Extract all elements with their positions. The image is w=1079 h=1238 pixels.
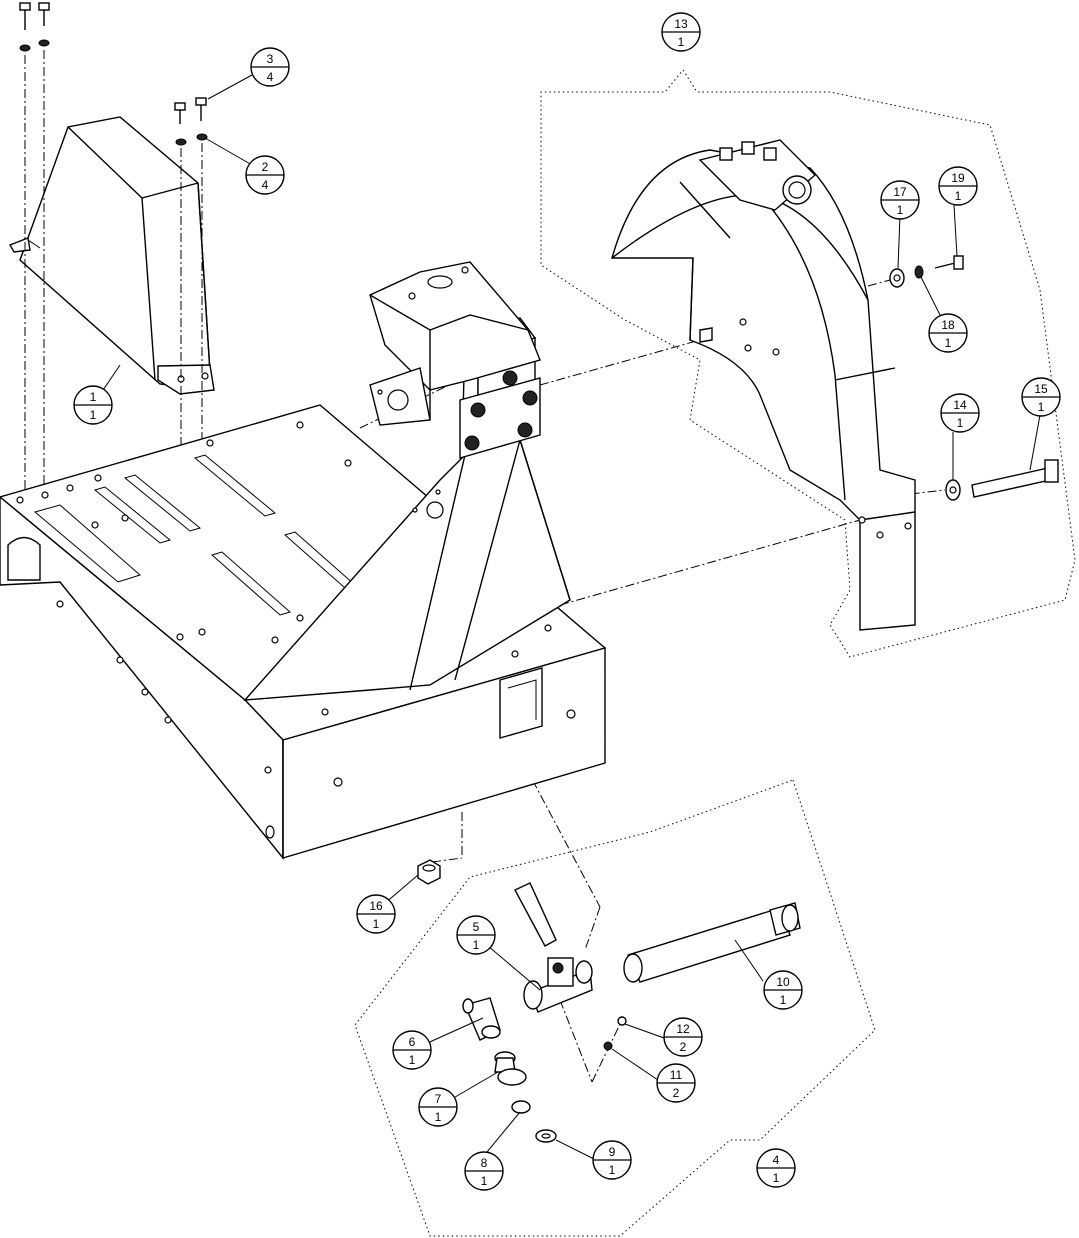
balloon-item-number: 5 (473, 920, 480, 934)
balloon-item-number: 18 (941, 318, 955, 332)
blade-guard-assembly-boundary (540, 69, 1076, 658)
balloon-quantity: 1 (435, 1110, 442, 1124)
nut (417, 859, 441, 885)
balloon-10: 10 1 (763, 970, 803, 1010)
balloon-5: 5 1 (456, 915, 496, 955)
balloon-4: 4 1 (756, 1148, 796, 1188)
balloon-quantity: 1 (773, 1171, 780, 1185)
balloon-quantity: 1 (90, 408, 97, 422)
balloon-quantity: 2 (680, 1040, 687, 1054)
balloon-3: 3 4 (250, 47, 290, 87)
balloon-9: 9 1 (592, 1140, 632, 1180)
elbow-fitting (462, 997, 501, 1041)
balloon-item-number: 2 (262, 160, 269, 174)
top-left-bolts (19, 2, 50, 52)
balloon-quantity: 1 (609, 1163, 616, 1177)
guard-hardware-lower (945, 459, 1059, 501)
valve-assembly-boundary (354, 779, 876, 1237)
balloon-item-number: 19 (951, 171, 965, 185)
balloon-15: 15 1 (1021, 377, 1061, 417)
balloon-quantity: 2 (673, 1086, 680, 1100)
balloon-quantity: 4 (267, 70, 274, 84)
balloon-2: 2 4 (245, 155, 285, 195)
balloon-quantity: 4 (262, 178, 269, 192)
balloon-item-number: 16 (369, 899, 383, 913)
balloon-1: 1 1 (73, 385, 113, 425)
small-fittings (603, 1016, 627, 1051)
plug-fitting (494, 1051, 527, 1086)
balloon-item-number: 13 (674, 17, 688, 31)
guard-hardware-upper (889, 255, 964, 288)
balloon-item-number: 1 (90, 390, 97, 404)
balloon-7: 7 1 (418, 1087, 458, 1127)
balloon-item-number: 7 (435, 1092, 442, 1106)
balloon-item-number: 8 (481, 1156, 488, 1170)
seal-washer (535, 1129, 557, 1143)
belt-guard-cover (8, 116, 215, 395)
balloon-quantity: 1 (1038, 400, 1045, 414)
balloon-item-number: 10 (776, 975, 790, 989)
blade-guard (611, 139, 916, 631)
motor-mount-bracket (369, 261, 541, 426)
balloon-quantity: 1 (780, 993, 787, 1007)
balloon-quantity: 1 (678, 35, 685, 49)
balloon-quantity: 1 (955, 189, 962, 203)
balloon-8: 8 1 (464, 1151, 504, 1191)
balloon-14: 14 1 (940, 393, 980, 433)
balloon-12: 12 2 (663, 1017, 703, 1057)
cover-bolts (174, 97, 208, 146)
balloon-16: 16 1 (356, 894, 396, 934)
balloon-quantity: 1 (481, 1174, 488, 1188)
balloon-item-number: 6 (409, 1035, 416, 1049)
leader-lines (92, 74, 1041, 1161)
pipe-nipple (623, 902, 801, 983)
balloon-quantity: 1 (945, 336, 952, 350)
balloon-item-number: 14 (953, 398, 967, 412)
balloon-11: 11 2 (656, 1063, 696, 1103)
balloon-quantity: 1 (957, 416, 964, 430)
ball-valve (514, 882, 593, 1013)
balloon-19: 19 1 (938, 166, 978, 206)
balloon-item-number: 17 (893, 185, 907, 199)
balloon-item-number: 11 (670, 1068, 683, 1082)
balloon-6: 6 1 (392, 1030, 432, 1070)
balloon-18: 18 1 (928, 313, 968, 353)
balloon-item-number: 9 (609, 1145, 616, 1159)
balloon-17: 17 1 (880, 180, 920, 220)
balloon-quantity: 1 (473, 938, 480, 952)
balloon-quantity: 1 (409, 1053, 416, 1067)
balloon-item-number: 3 (267, 52, 274, 66)
balloon-quantity: 1 (897, 203, 904, 217)
balloon-item-number: 12 (676, 1022, 690, 1036)
cap-fitting (511, 1100, 531, 1114)
balloon-quantity: 1 (373, 917, 380, 931)
balloon-item-number: 4 (773, 1153, 780, 1167)
balloon-item-number: 15 (1034, 382, 1048, 396)
balloon-13: 13 1 (661, 12, 701, 52)
